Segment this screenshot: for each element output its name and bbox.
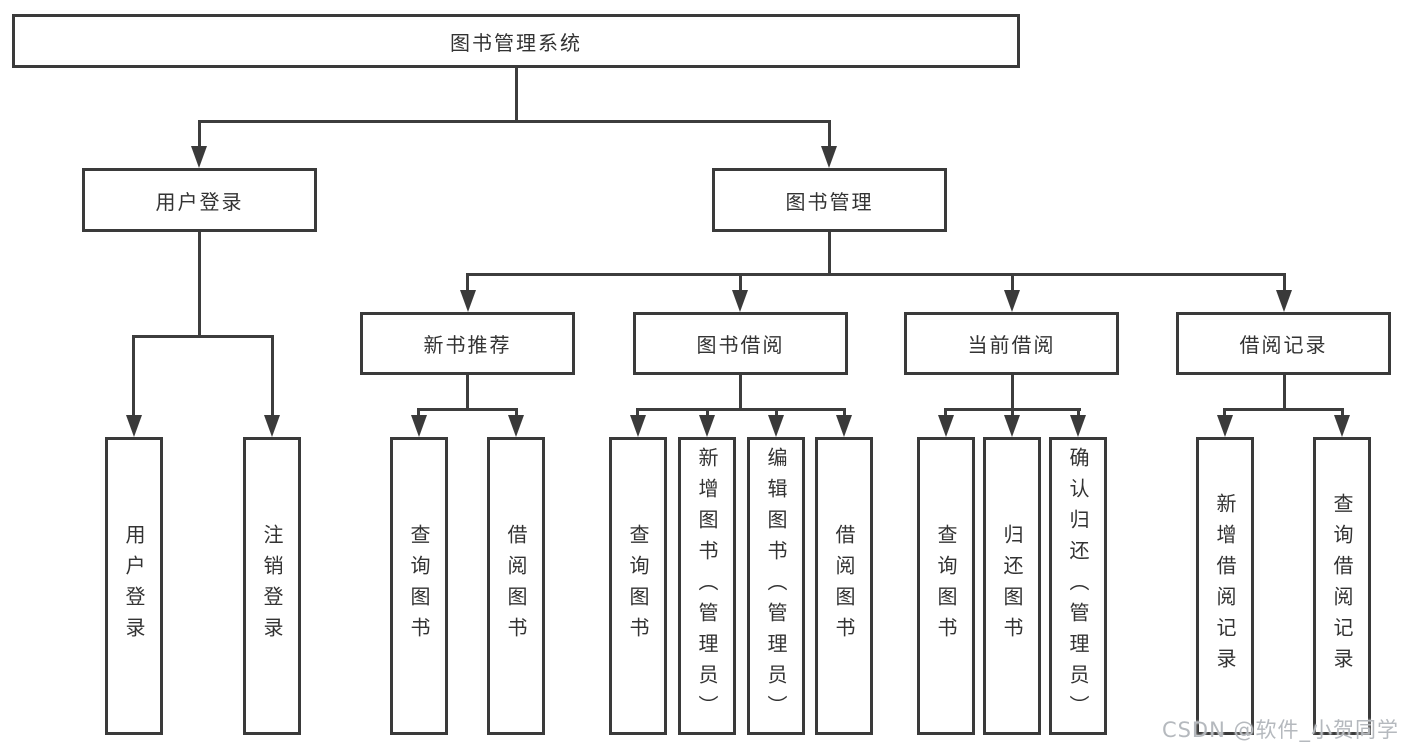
connector-root-right-shaft [828,120,831,150]
arrow-down-icon [1276,290,1292,312]
connector-root-hbar [198,120,831,123]
leaf-label: 查询图书 [407,524,431,648]
arrow-down-icon [1004,415,1020,437]
node-leaf-query-borrow-record: 查询借阅记录 [1313,437,1371,735]
leaf-label: 新增借阅记录 [1213,493,1237,679]
connector-user-login-stub [198,232,201,336]
node-leaf-add-books-admin: 新增图书（管理员） [678,437,736,735]
connector-user-login-hbar [132,335,273,338]
node-leaf-edit-books-admin: 编辑图书（管理员） [747,437,805,735]
node-leaf-borrow-books-recommend: 借阅图书 [487,437,545,735]
arrow-down-icon [411,415,427,437]
connector-book-mgmt-shaft-1 [466,273,469,295]
connector-borrowing-stub [739,375,742,411]
arrow-down-icon [126,415,142,437]
connector-book-mgmt-shaft-2 [739,273,742,295]
arrow-down-icon [821,146,837,168]
node-leaf-return-books: 归还图书 [983,437,1041,735]
arrow-down-icon [699,415,715,437]
connector-book-mgmt-shaft-3 [1011,273,1014,295]
node-leaf-query-books-recommend: 查询图书 [390,437,448,735]
leaf-label: 查询图书 [626,524,650,648]
connector-user-login-left-shaft [132,335,135,420]
connector-book-mgmt-shaft-4 [1283,273,1286,295]
node-book-management: 图书管理 [712,168,947,232]
node-leaf-query-books-borrowing: 查询图书 [609,437,667,735]
arrow-down-icon [264,415,280,437]
arrow-down-icon [836,415,852,437]
arrow-down-icon [630,415,646,437]
node-borrowing-records: 借阅记录 [1176,312,1391,375]
leaf-label: 新增图书（管理员） [695,446,719,726]
connector-current-stub [1011,375,1014,411]
leaf-label: 归还图书 [1000,524,1024,648]
arrow-down-icon [1217,415,1233,437]
node-leaf-confirm-return-admin: 确认归还（管理员） [1049,437,1107,735]
node-new-book-recommend-label: 新书推荐 [423,333,512,357]
node-user-login: 用户登录 [82,168,317,232]
node-leaf-query-books-current: 查询图书 [917,437,975,735]
leaf-label: 确认归还（管理员） [1066,446,1090,726]
csdn-watermark: CSDN @软件_小贺同学 [1161,718,1399,742]
arrow-down-icon [1004,290,1020,312]
leaf-label: 注销登录 [260,524,284,648]
node-current-borrowing-label: 当前借阅 [967,333,1056,357]
node-new-book-recommend: 新书推荐 [360,312,575,375]
arrow-down-icon [768,415,784,437]
arrow-down-icon [1334,415,1350,437]
connector-newbook-stub [466,375,469,411]
connector-root-left-shaft [198,120,201,150]
leaf-label: 查询图书 [934,524,958,648]
node-book-borrowing: 图书借阅 [633,312,848,375]
leaf-label: 借阅图书 [504,524,528,648]
leaf-label: 编辑图书（管理员） [764,446,788,726]
connector-user-login-right-shaft [271,335,274,420]
arrow-down-icon [1070,415,1086,437]
node-leaf-logout: 注销登录 [243,437,301,735]
leaf-label: 借阅图书 [832,524,856,648]
leaf-label: 用户登录 [122,524,146,648]
node-book-borrowing-label: 图书借阅 [696,333,785,357]
leaf-label: 查询借阅记录 [1330,493,1354,679]
connector-book-mgmt-hbar [466,273,1285,276]
arrow-down-icon [508,415,524,437]
arrow-down-icon [938,415,954,437]
connector-borrowing-hbar [636,408,846,411]
connector-newbook-hbar [417,408,518,411]
node-library-system-label: 图书管理系统 [450,30,582,55]
connector-root-stub [515,68,518,121]
arrow-down-icon [191,146,207,168]
connector-book-mgmt-stub [828,232,831,274]
node-book-management-label: 图书管理 [785,189,874,214]
node-leaf-user-login: 用户登录 [105,437,163,735]
node-borrowing-records-label: 借阅记录 [1239,333,1328,357]
node-user-login-label: 用户登录 [155,189,244,214]
node-library-system: 图书管理系统 [12,14,1020,68]
connector-records-stub [1283,375,1286,411]
connector-records-hbar [1223,408,1344,411]
node-leaf-borrow-books: 借阅图书 [815,437,873,735]
arrow-down-icon [460,290,476,312]
node-current-borrowing: 当前借阅 [904,312,1119,375]
node-leaf-add-borrow-record: 新增借阅记录 [1196,437,1254,735]
arrow-down-icon [732,290,748,312]
